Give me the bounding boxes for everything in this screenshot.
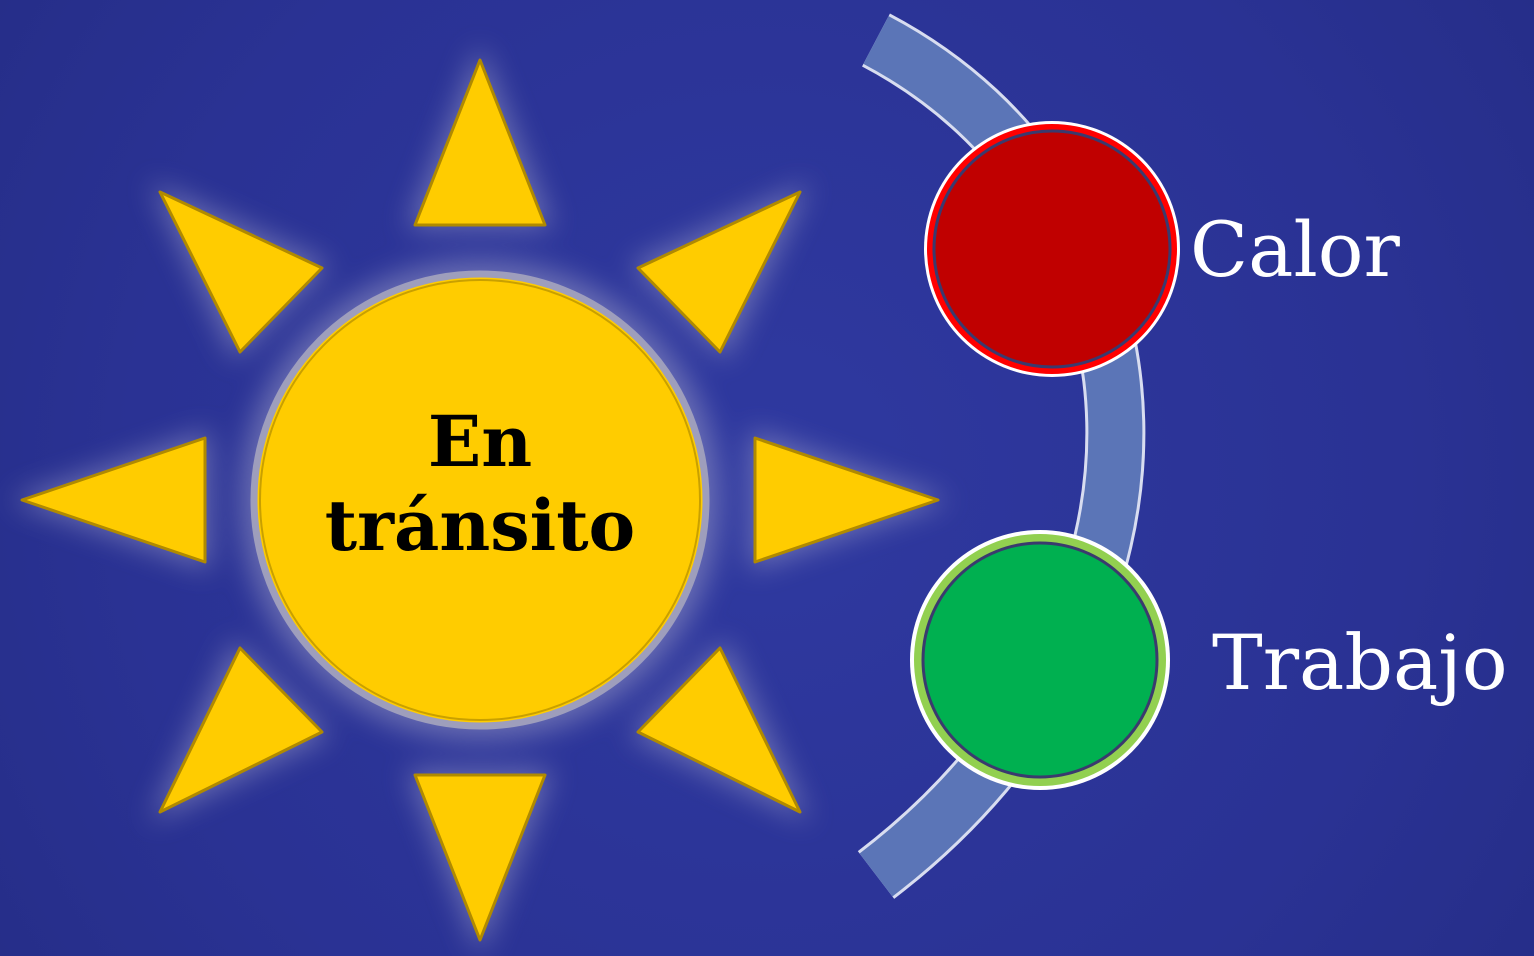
node-trabajo	[910, 530, 1170, 790]
sun-ray-right	[753, 436, 940, 564]
node-label-calor: Calor	[1190, 205, 1400, 294]
sun-ray-left	[20, 436, 207, 564]
center-label-line1: En	[427, 400, 533, 483]
node-calor	[924, 121, 1180, 377]
sun-ray-bottom-right	[636, 646, 802, 814]
center-label: En tránsito	[290, 400, 670, 568]
sun-rays	[20, 58, 940, 942]
sun-ray-top-right	[636, 190, 802, 354]
sun-ray-bottom	[413, 773, 547, 942]
sun-ray-top	[413, 58, 547, 227]
node-label-trabajo: Trabajo	[1212, 618, 1508, 707]
sun-ray-top-left	[158, 190, 324, 354]
center-label-line2: tránsito	[324, 484, 636, 567]
sun-ray-bottom-left	[158, 646, 324, 814]
sun-body	[250, 270, 710, 730]
